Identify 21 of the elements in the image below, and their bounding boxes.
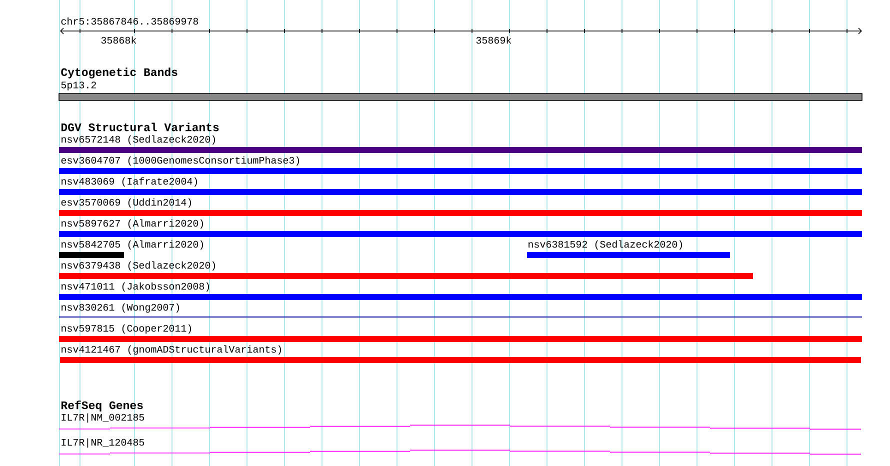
variant-label: nsv597815 (Cooper2011) [62, 324, 192, 334]
variant-label: nsv6572148 (Sedlazeck2020) [62, 135, 216, 145]
variant-label: nsv471011 (Jakobsson2008) [62, 282, 210, 292]
tick-label: 35869k [475, 36, 512, 44]
band-label: 5p13.2 [61, 82, 96, 90]
variant-label: esv3604707 (1000GenomesConsortiumPhase3) [61, 156, 300, 166]
track-title: Cytogenetic Bands [61, 68, 178, 78]
gene-label: IL7R|NM_002185 [62, 413, 144, 423]
variant-label: nsv4121467 (gnomADStructuralVariants) [62, 345, 282, 355]
coordinate-label: chr5:35867846..35869978 [61, 17, 198, 25]
variant-label: nsv5897627 (Almarri2020) [62, 219, 204, 229]
variant-label: nsv483069 (Iafrate2004) [62, 177, 198, 187]
variant-label: nsv6379438 (Sedlazeck2020) [62, 261, 216, 271]
track-title: RefSeq Genes [61, 400, 143, 412]
tick-label: 35868k [100, 36, 138, 44]
track-title: DGV Structural Variants [61, 122, 219, 132]
variant-label: nsv6381592 (Sedlazeck2020) [528, 240, 682, 250]
variant-label: esv3570069 (Uddin2014) [61, 198, 192, 208]
variant-label: nsv830261 (Wong2007) [62, 303, 180, 313]
gene-label: IL7R|NR_120485 [62, 438, 144, 448]
variant-label: nsv5842705 (Almarri2020) [62, 240, 204, 250]
